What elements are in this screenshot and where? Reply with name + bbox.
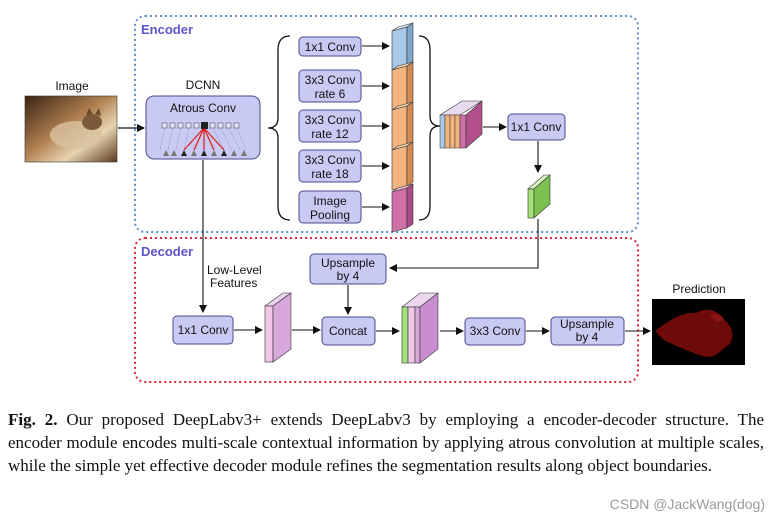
decoder-conv1x1-box	[172, 315, 234, 345]
aspp-feature-map-pooling	[391, 183, 414, 233]
prediction-label: Prediction	[672, 282, 725, 296]
aspp-conv1x1-label: 1x1 Conv	[305, 40, 356, 54]
decoder-upsample-box	[309, 253, 387, 285]
figure-number: Fig. 2.	[8, 410, 58, 429]
decoder-upsample2-box	[550, 316, 625, 346]
figure-caption: Fig. 2. Our proposed DeepLabv3+ extends …	[8, 408, 764, 477]
aspp-image-pooling-box	[298, 190, 362, 224]
decoder-conv1x1-label: 1x1 Conv	[178, 323, 229, 337]
aspp-feature-map-1x1	[391, 22, 414, 72]
merge-conv1x1-label: 1x1 Conv	[511, 120, 562, 134]
aspp-arrows	[362, 42, 390, 211]
concat-label: Concat	[329, 324, 368, 338]
watermark: CSDN @JackWang(dog)	[609, 496, 765, 512]
aspp-concat-stack	[438, 100, 484, 149]
aspp-conv-rate6-box	[298, 69, 362, 103]
dcnn-label: DCNN	[186, 78, 221, 92]
deeplab-diagram: Encoder Decoder Image DCNN Atrous Conv	[24, 15, 745, 383]
decoder-conv3x3-label: 3x3 Conv	[470, 324, 521, 338]
image-thumbnail-cat-icon	[24, 95, 118, 163]
decoder-upsample2-label-a: Upsample	[560, 317, 614, 331]
input-image-label: Image	[55, 79, 89, 93]
aspp-conv-rate18-label-b: rate 18	[311, 167, 349, 181]
arrow-encoded-to-upsample	[389, 219, 539, 272]
lowlevel-feature-map	[264, 292, 292, 363]
aspp-conv-rate6-label-b: rate 6	[315, 87, 346, 101]
encoder-output-feature-map	[527, 174, 551, 219]
aspp-right-brace	[418, 35, 441, 221]
decoder-frame	[134, 237, 639, 383]
concat-box	[321, 316, 376, 346]
merge-conv1x1-box	[507, 113, 566, 141]
aspp-conv1x1-box	[298, 36, 362, 57]
lowlevel-label-b: Features	[210, 276, 257, 290]
aspp-image-pooling-label-a: Image	[313, 194, 347, 208]
encoder-frame	[134, 15, 639, 233]
decoder-concat-stack	[401, 292, 439, 364]
aspp-conv-rate12-label-a: 3x3 Conv	[305, 113, 356, 127]
lowlevel-label-a: Low-Level	[207, 263, 262, 277]
aspp-feature-map-rate18	[391, 141, 414, 191]
aspp-feature-map-rate12	[391, 101, 414, 151]
aspp-conv-rate18-label-a: 3x3 Conv	[305, 153, 356, 167]
atrous-kernel-glyph-icon	[159, 122, 247, 156]
decoder-conv3x3-box	[464, 317, 526, 346]
aspp-conv-rate6-label-a: 3x3 Conv	[305, 73, 356, 87]
decoder-upsample-label-a: Upsample	[321, 256, 375, 270]
decoder-upsample2-label-b: by 4	[576, 330, 599, 344]
prediction-mask-icon	[652, 299, 745, 365]
aspp-conv-rate12-label-b: rate 12	[311, 127, 349, 141]
atrous-conv-label: Atrous Conv	[170, 101, 236, 115]
aspp-conv-rate18-box	[298, 149, 362, 183]
decoder-title: Decoder	[141, 244, 193, 259]
aspp-conv-rate12-box	[298, 109, 362, 143]
figure-caption-text: Our proposed DeepLabv3+ extends DeepLabv…	[8, 410, 764, 475]
aspp-left-brace	[267, 35, 291, 221]
decoder-upsample-label-b: by 4	[337, 269, 360, 283]
encoder-title: Encoder	[141, 22, 193, 37]
aspp-image-pooling-label-b: Pooling	[310, 208, 350, 222]
aspp-feature-map-rate6	[391, 61, 414, 111]
